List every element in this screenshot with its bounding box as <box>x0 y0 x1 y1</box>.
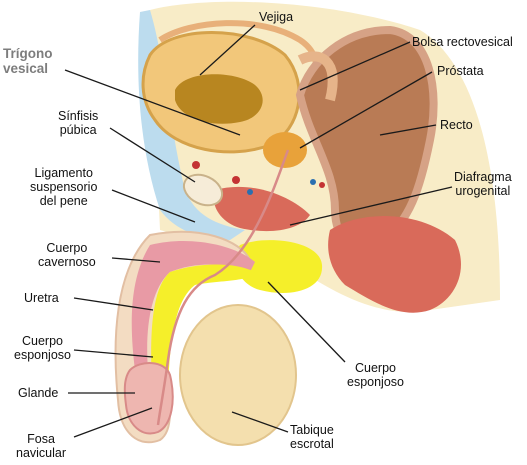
label-glande: Glande <box>18 386 58 400</box>
vessel-blue-2 <box>310 179 316 185</box>
label-prostata: Próstata <box>437 64 484 78</box>
vessel-blue-1 <box>247 189 253 195</box>
vessel-red-3 <box>319 182 325 188</box>
label-fosa-navicular: Fosa navicular <box>16 432 66 460</box>
vessel-red-2 <box>232 176 240 184</box>
prostate <box>263 132 307 168</box>
label-ligamento-suspensorio: Ligamento suspensorio del pene <box>30 166 97 208</box>
label-trigono-vesical: Trígono vesical <box>3 46 53 76</box>
label-recto: Recto <box>440 118 473 132</box>
label-bolsa-rectovesical: Bolsa rectovesical <box>412 35 513 49</box>
label-tabique-escrotal: Tabique escrotal <box>290 423 334 451</box>
label-cuerpo-esponjoso-right: Cuerpo esponjoso <box>347 361 404 389</box>
label-vejiga: Vejiga <box>259 10 293 24</box>
anal-muscles <box>328 216 461 313</box>
scrotum <box>180 305 296 445</box>
label-diafragma-urogenital: Diafragma urogenital <box>454 170 512 198</box>
label-uretra: Uretra <box>24 291 59 305</box>
vessel-red-1 <box>192 161 200 169</box>
label-cuerpo-esponjoso-left: Cuerpo esponjoso <box>14 334 71 362</box>
label-sinfisis-pubica: Sínfisis púbica <box>58 109 98 137</box>
label-cuerpo-cavernoso: Cuerpo cavernoso <box>38 241 96 269</box>
